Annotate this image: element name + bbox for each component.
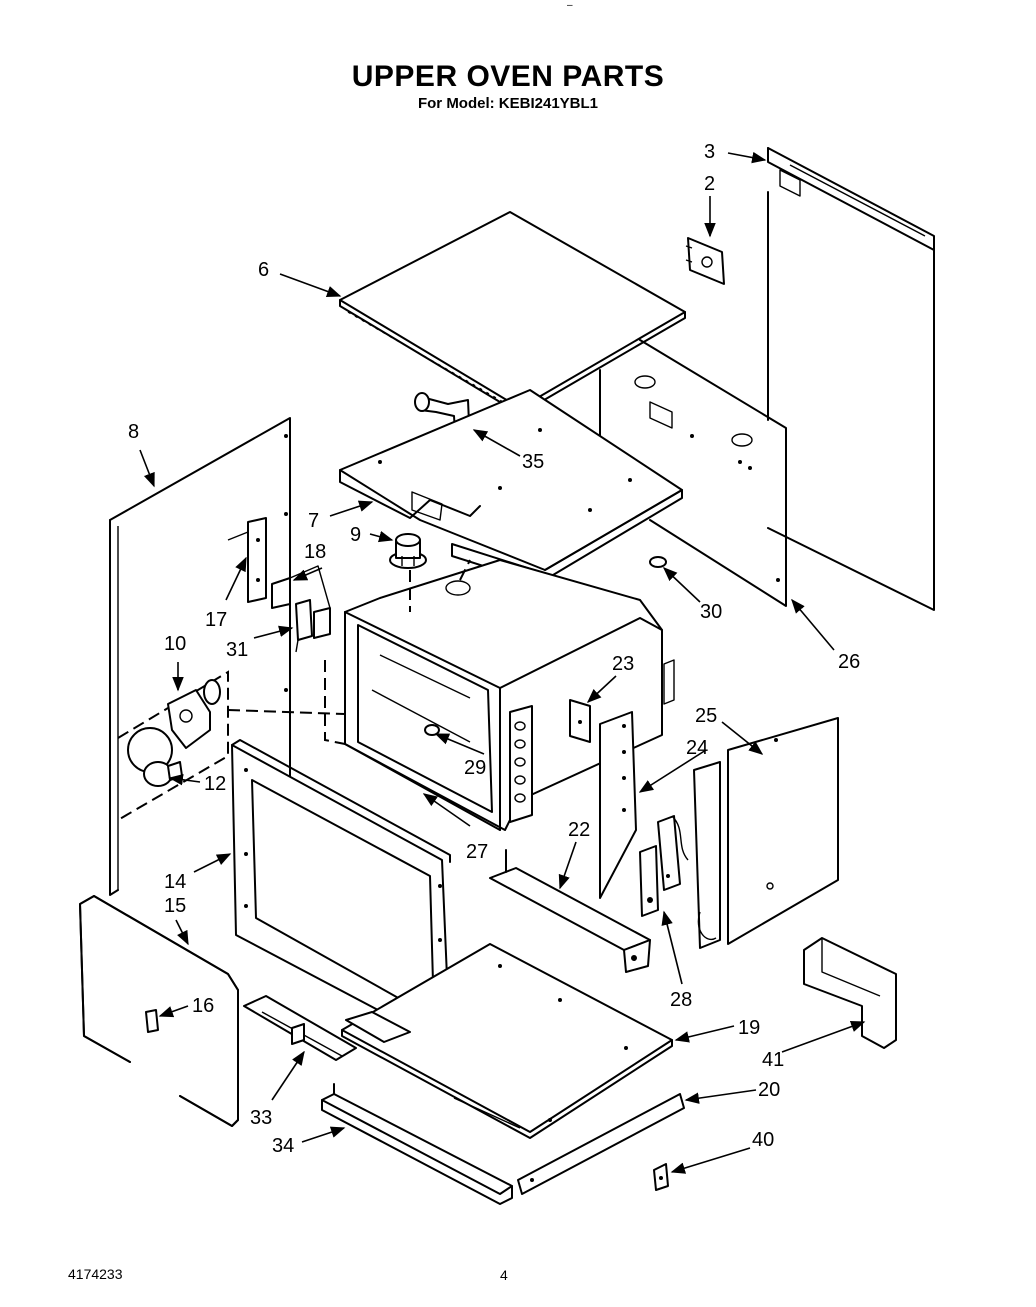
callout-24: 24 [686,737,708,759]
callout-35: 35 [522,451,544,473]
part-28-hinge [639,815,689,917]
callout-25: 25 [695,705,717,727]
callout-15: 15 [164,895,186,917]
part-30-plug [649,556,667,568]
part-17-bracket [227,517,267,603]
callout-12: 12 [204,773,226,795]
part-18-switch-bracket [271,565,331,639]
part-24-hinge-bracket [599,711,637,899]
callout-22: 22 [568,819,590,841]
callout-19: 19 [738,1017,760,1039]
part-7-top-frame [339,389,683,585]
top-mark: – [567,0,573,11]
callout-14: 14 [164,871,186,893]
callout-16: 16 [192,995,214,1017]
part-6-top-cover [339,211,686,415]
part-12-bulb [143,761,183,787]
part-19-bottom-plate [341,943,673,1139]
part-3-rear-panel [767,147,935,611]
callout-26: 26 [838,651,860,673]
model-subtitle: For Model: KEBI241YBL1 [417,95,599,112]
callout-labels: 3 2 6 8 35 7 9 18 17 30 31 10 23 26 25 2… [128,141,860,1157]
part-41-corner-bracket [803,937,897,1049]
page-number: 4 [500,1267,508,1283]
callout-34: 34 [272,1135,294,1157]
callout-23: 23 [612,653,634,675]
part-16-clip [145,1009,159,1033]
part-22-support-rail [489,849,651,973]
part-27-oven-cavity [344,559,675,831]
callout-17: 17 [205,609,227,631]
callout-29: 29 [464,757,486,779]
part-20-rail [517,1093,685,1195]
callout-2: 2 [704,173,715,195]
page-title: UPPER OVEN PARTS [351,60,665,93]
callout-30: 30 [700,601,722,623]
callout-3: 3 [704,141,715,163]
document-number: 4174233 [68,1266,123,1282]
part-25-right-panel [693,717,839,949]
part-33-latch-bar [243,995,357,1061]
part-15-gasket [79,895,239,1127]
callout-18: 18 [304,541,326,563]
callout-27: 27 [466,841,488,863]
callout-33: 33 [250,1107,272,1129]
callout-41: 41 [762,1049,784,1071]
part-31-switch [295,599,313,653]
part-26-side-panel [599,339,787,607]
part-2-bracket [685,237,725,285]
part-9-sensor [389,533,427,569]
callout-10: 10 [164,633,186,655]
part-34-front-rail [321,1083,513,1205]
callout-9: 9 [350,524,361,546]
callout-7: 7 [308,510,319,532]
part-29-knob [424,724,440,736]
part-40-clip [653,1163,669,1191]
callout-20: 20 [758,1079,780,1101]
callout-8: 8 [128,421,139,443]
callout-28: 28 [670,989,692,1011]
callout-arrows [139,151,866,1174]
part-8-left-panel [109,417,291,896]
callout-6: 6 [258,259,269,281]
callout-40: 40 [752,1129,774,1151]
part-23-bracket [569,699,591,743]
callout-31: 31 [226,639,248,661]
